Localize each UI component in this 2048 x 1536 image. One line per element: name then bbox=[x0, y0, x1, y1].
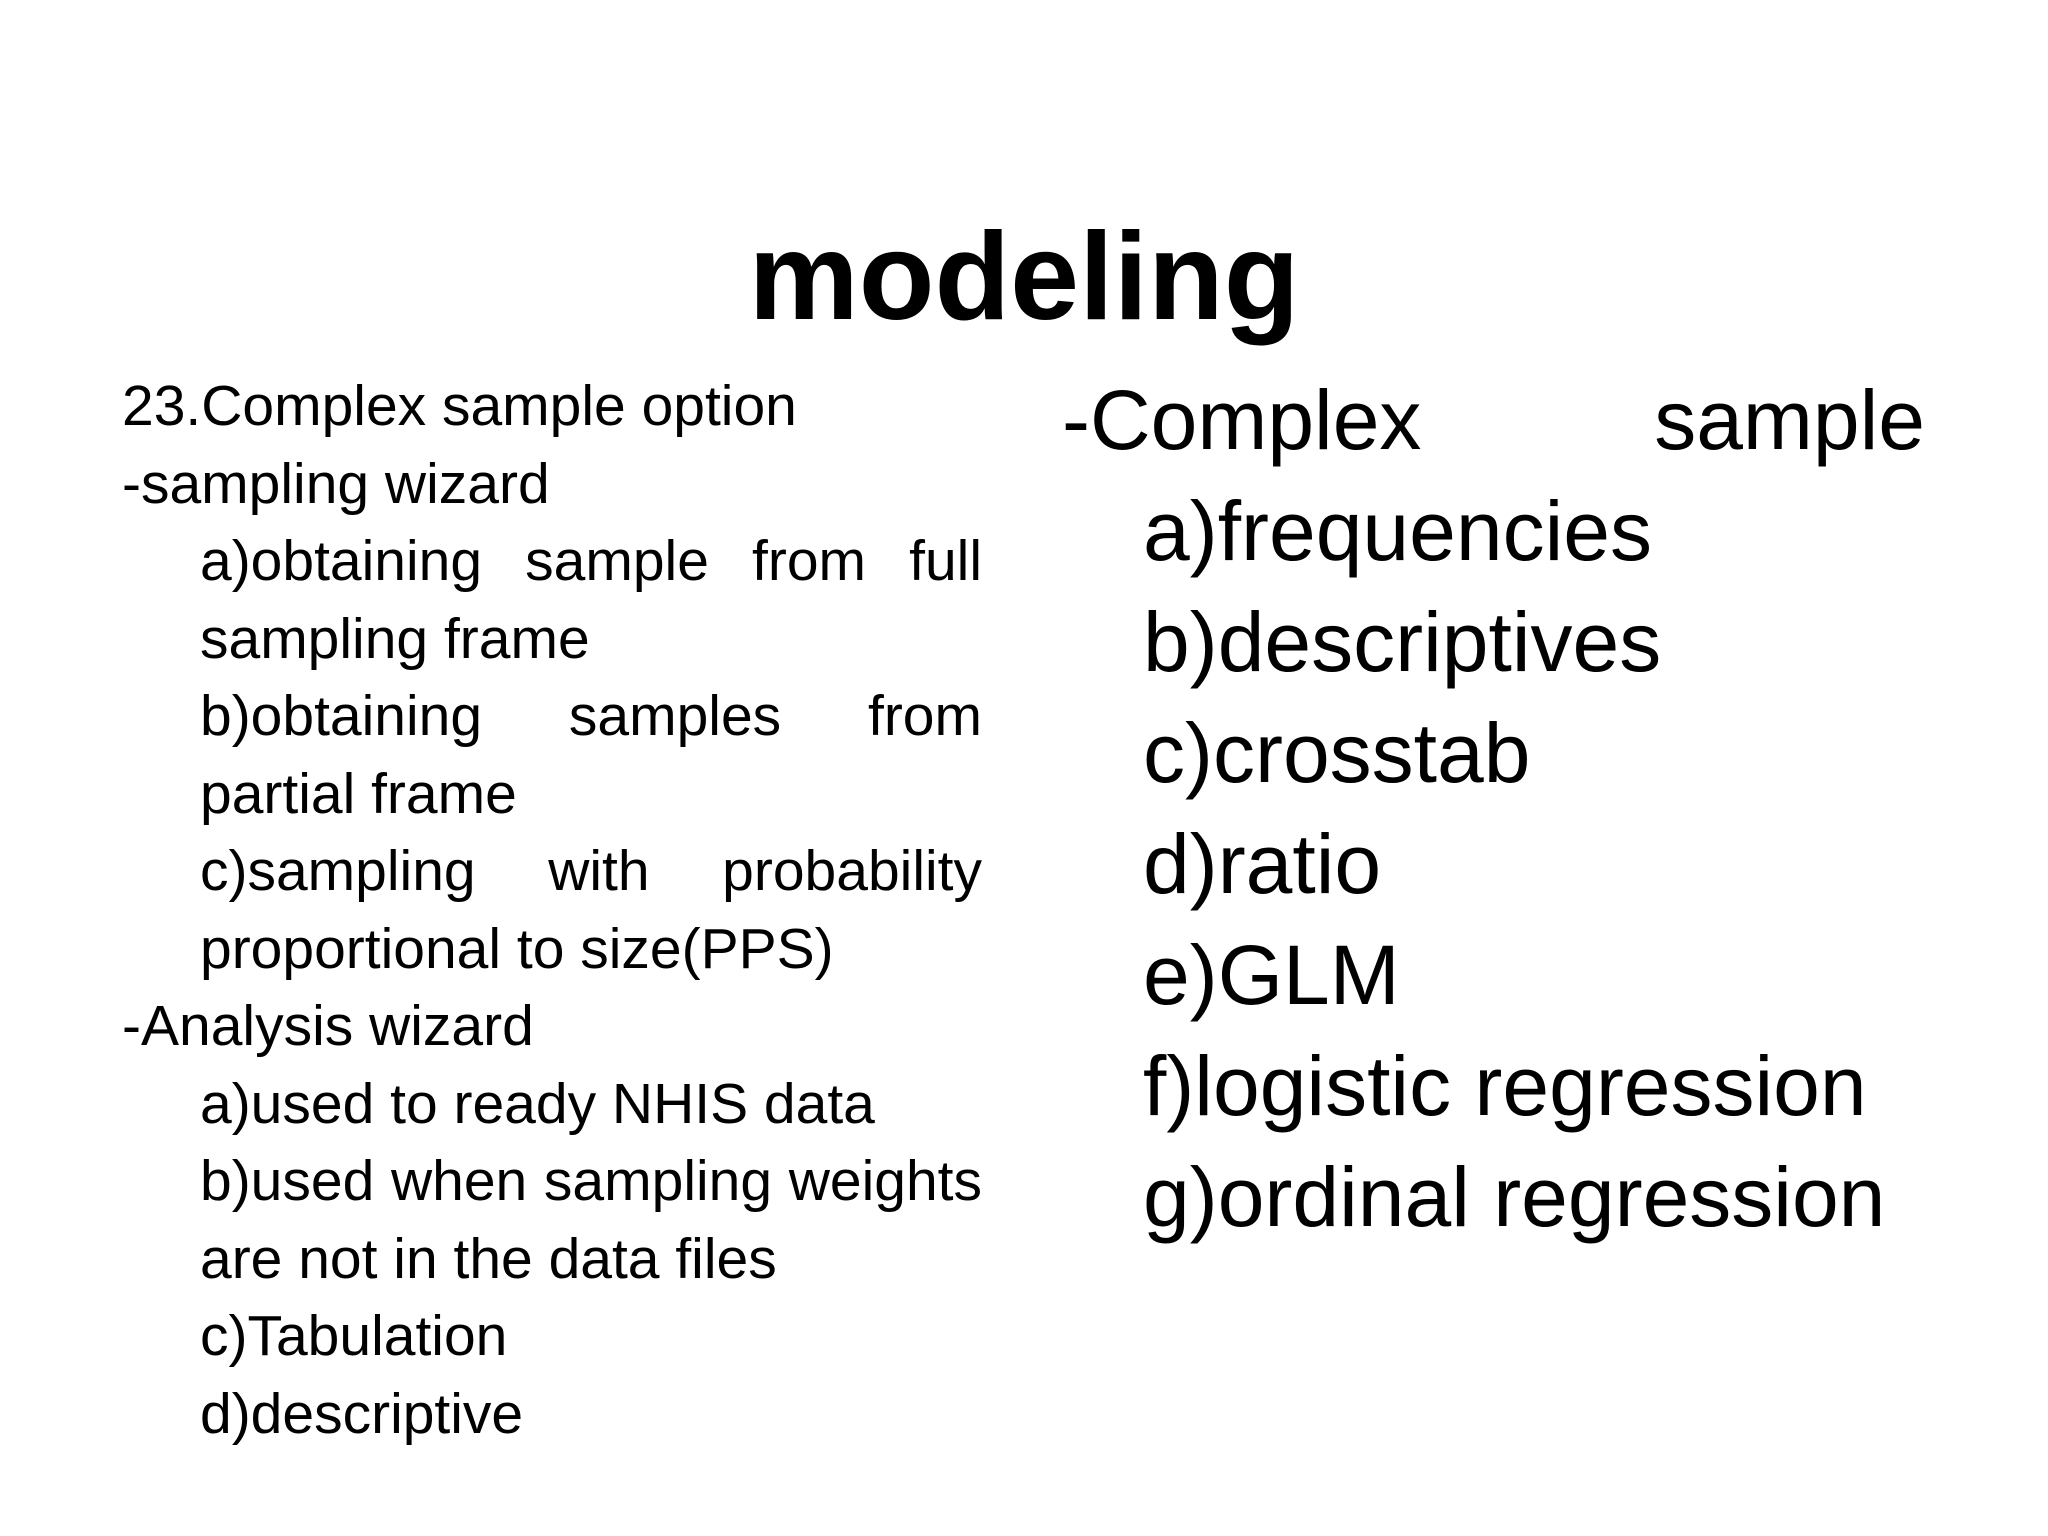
right-item-descriptives: b)descriptives bbox=[1143, 595, 1662, 689]
left-subitem-c-analysis: c)Tabulation bbox=[200, 1304, 508, 1368]
right-item-glm: e)GLM bbox=[1143, 928, 1400, 1022]
right-item-logistic-regression: f)logistic regression bbox=[1143, 1039, 1867, 1133]
left-subitem-b-sampling: b)obtaining samples from partial frame bbox=[200, 684, 982, 826]
right-item-ordinal-regression: g)ordinal regression bbox=[1143, 1150, 1886, 1244]
slide-title: modeling bbox=[748, 208, 1300, 347]
left-item-numbered-heading: 23.Complex sample option bbox=[122, 374, 797, 438]
left-item-sampling-wizard: -sampling wizard bbox=[122, 451, 550, 516]
left-subitem-a-sampling: a)obtaining sample from full sampling fr… bbox=[200, 529, 982, 671]
right-item-ratio: d)ratio bbox=[1143, 817, 1382, 911]
left-item-analysis-wizard: -Analysis wizard bbox=[122, 994, 534, 1058]
left-subitem-d-analysis: d)descriptive bbox=[200, 1381, 524, 1446]
right-heading-complex-sample: -Complex sample bbox=[1062, 373, 1925, 467]
right-item-frequencies: a)frequencies bbox=[1143, 484, 1652, 578]
left-subitem-a-analysis: a)used to ready NHIS data bbox=[200, 1071, 875, 1136]
left-subitem-b-analysis: b)used when sampling weights are not in … bbox=[200, 1149, 982, 1291]
left-subitem-c-sampling: c)sampling with probability proportional… bbox=[200, 839, 982, 981]
left-column: 23.Complex sample option -sampling wizar… bbox=[122, 368, 982, 1453]
right-item-crosstab: c)crosstab bbox=[1143, 706, 1531, 800]
right-column: -Complex sample a)frequencies b)descript… bbox=[1062, 365, 1925, 1253]
